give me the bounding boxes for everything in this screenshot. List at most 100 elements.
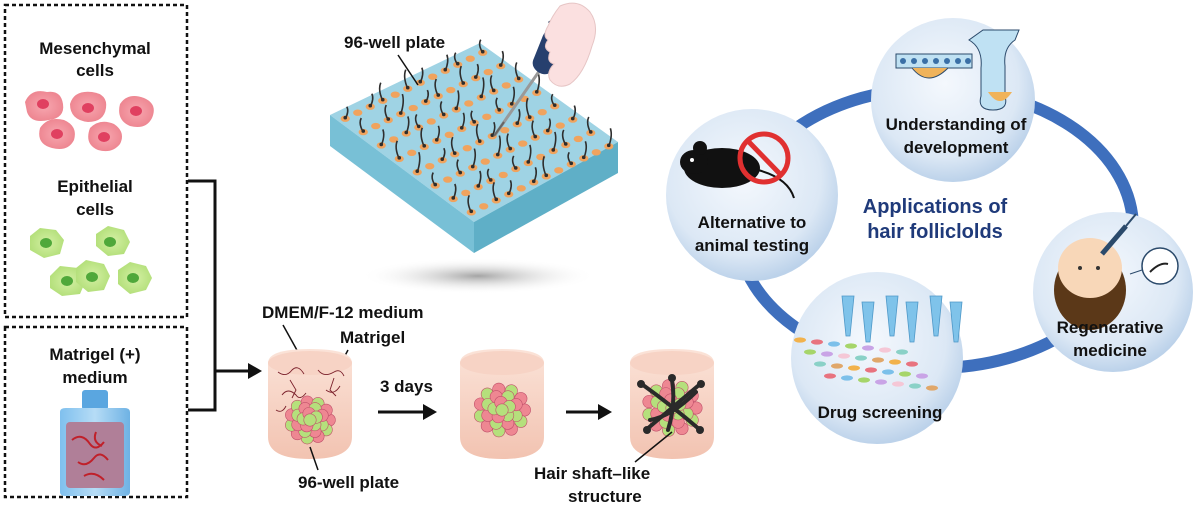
hair-bulb: [434, 138, 439, 142]
drug-drop: [896, 349, 908, 355]
drug-drop: [821, 351, 833, 357]
hair-bulb: [380, 97, 385, 102]
epithelial-label-2: cells: [76, 200, 114, 219]
cell-aggregate: [474, 382, 531, 438]
matrigel-label-1: Matrigel (+): [49, 345, 140, 364]
mesenchymal-cell: [88, 121, 122, 152]
well-dot: [389, 136, 399, 143]
merge-arrowhead: [248, 363, 262, 379]
well-dot: [573, 135, 583, 143]
well-dot: [408, 104, 418, 112]
well-dot: [407, 149, 417, 157]
epithelial-label-1: Epithelial: [57, 177, 133, 196]
drug-drop: [879, 347, 891, 353]
epithelial-cell: [118, 262, 152, 294]
hair-bulb: [454, 106, 459, 111]
hair-bulb: [451, 196, 456, 200]
well-dot: [461, 189, 471, 197]
well-dot: [353, 109, 363, 116]
hair-bulb: [398, 111, 403, 115]
drug-drop: [872, 357, 884, 363]
hair-bulb: [570, 116, 575, 121]
hair-bulb: [440, 157, 445, 161]
animal-testing-label-1: Alternative to: [698, 213, 807, 232]
hair-shafts: [641, 378, 701, 432]
matrigel-well-label: Matrigel: [340, 328, 405, 347]
epithelial-cells: [30, 226, 152, 296]
drug-drop: [892, 381, 904, 387]
medium-label: DMEM/F-12 medium: [262, 303, 424, 322]
well-dot: [465, 55, 475, 62]
well-1: [268, 349, 352, 459]
well-dot: [591, 149, 601, 156]
hair-bulb: [397, 156, 402, 160]
well-dot: [462, 144, 472, 152]
matrigel-box: [3, 325, 189, 499]
well-dot: [498, 171, 508, 179]
mesenchymal-cell: [25, 91, 64, 121]
drug-drop: [848, 365, 860, 371]
well-2: [460, 349, 544, 459]
development-bubble: [871, 18, 1035, 182]
plate-label: 96-well plate: [344, 33, 445, 52]
arrow-to-hair-head: [598, 404, 612, 420]
epithelial-cell: [30, 228, 64, 258]
hair-bulb: [423, 99, 428, 103]
hair-bulb: [476, 184, 481, 188]
medium-leader: [282, 324, 299, 353]
well-label: 96-well plate: [298, 473, 399, 492]
hair-leader: [634, 431, 673, 463]
matrigel-fibers: [275, 367, 345, 412]
hair-bulb: [506, 191, 511, 196]
well-dot: [537, 108, 547, 116]
mesenchymal-cells: [25, 91, 154, 152]
hair-bulb: [498, 63, 503, 67]
well-dot: [516, 185, 526, 192]
hair-bulb: [418, 79, 423, 84]
hair-bulb: [441, 112, 446, 117]
hair-bulb: [436, 93, 441, 97]
drug-drop: [824, 373, 836, 379]
drug-drop: [845, 343, 857, 349]
hair-bulb: [606, 143, 611, 148]
drug-drop: [855, 355, 867, 361]
well-dot: [444, 131, 454, 139]
hair-bulb: [455, 61, 460, 66]
well-dot: [446, 86, 456, 94]
hair-bulb: [477, 139, 482, 143]
aggregate-cell: [303, 413, 317, 427]
hair-bulb: [515, 121, 520, 125]
well-dot: [425, 162, 435, 170]
hair-zoom-icon: [1129, 247, 1179, 285]
applications-title-2: hair folliclolds: [867, 221, 1003, 243]
matrigel-label-2: medium: [62, 368, 127, 387]
hair-bulb: [494, 197, 499, 202]
development-label-2: development: [904, 138, 1009, 157]
head-icon: [1054, 238, 1126, 330]
hair-bulb: [459, 126, 464, 130]
syringe-icon: [1100, 213, 1137, 256]
drug-drop: [858, 377, 870, 383]
hair-bulb: [343, 115, 348, 120]
pipette-tip: [841, 295, 855, 337]
drug-drop: [906, 361, 918, 367]
well-dot: [555, 122, 565, 129]
drug-drop: [889, 359, 901, 365]
hair-bulb: [491, 88, 496, 93]
medium-bottle: [60, 390, 130, 496]
hair-bulb: [470, 164, 475, 169]
hair-bulb: [534, 90, 539, 94]
hair-bulb: [508, 146, 513, 151]
drug-drop: [882, 369, 894, 375]
drug-drop: [828, 341, 840, 347]
hair-bulb: [545, 128, 550, 133]
hair-bulb: [458, 170, 463, 175]
applications-title-1: Applications of: [863, 196, 1008, 218]
well-dot: [428, 73, 438, 80]
prohibited-icon: [737, 131, 791, 185]
drug-drop: [875, 379, 887, 385]
pipette-tip: [929, 295, 943, 337]
mesenchymal-cell: [39, 119, 75, 149]
drug-screening-bubble: [791, 272, 963, 444]
